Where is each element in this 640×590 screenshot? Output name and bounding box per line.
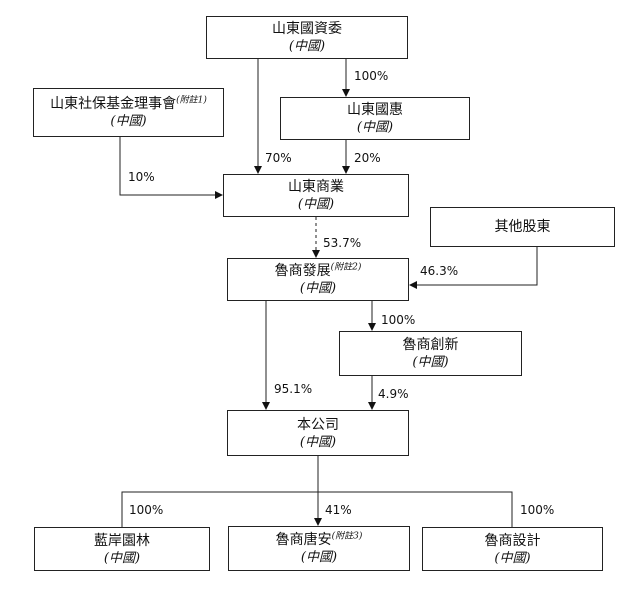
arrow-sdsb-to-sdsy [119, 137, 223, 199]
pct-bgs-lagl: 100% [129, 503, 164, 517]
line-bgs-to-lagl [121, 491, 318, 527]
pct-lsfz-bgs: 95.1% [274, 382, 313, 396]
entity-name: 山東國惠 [347, 102, 403, 118]
entity-name-row: 魯商唐安(附註3) [276, 531, 363, 549]
pct-sdsb-sdsy: 10% [128, 170, 155, 184]
entity-name-row: 山東社保基金理事會(附註1) [50, 95, 207, 113]
entity-name: 山東社保基金理事會 [50, 96, 177, 112]
entity-lsta: 魯商唐安(附註3) (中國) [228, 526, 410, 571]
entity-footnote: (附註1) [176, 95, 207, 106]
entity-name: 魯商創新 [402, 337, 459, 353]
entity-footnote: (附註3) [331, 531, 363, 542]
entity-sdsb: 山東社保基金理事會(附註1) (中國) [33, 88, 224, 137]
pct-lsfz-lscx: 100% [381, 313, 416, 327]
pct-sdsy-lsfz: 53.7% [323, 236, 362, 250]
line-bgs-to-lssj [318, 491, 513, 527]
entity-lagl: 藍岸園林 (中國) [34, 527, 210, 571]
entity-lssj: 魯商設計 (中國) [422, 527, 603, 571]
pct-sdgh-sdsy: 20% [354, 151, 381, 165]
entity-location: (中國) [103, 550, 141, 566]
entity-name-row: 魯商發展(附註2) [275, 262, 362, 280]
pct-sdgzw-sdgh: 100% [354, 69, 389, 83]
pct-bgs-lsta: 41% [325, 503, 352, 517]
entity-location: (中國) [299, 281, 337, 296]
entity-sdgzw: 山東國資委 (中國) [206, 16, 408, 59]
entity-name: 魯商發展 [274, 263, 331, 279]
entity-location: (中國) [356, 120, 394, 135]
entity-lsfz: 魯商發展(附註2) (中國) [227, 258, 409, 301]
entity-location: (中國) [288, 39, 326, 54]
pct-sdgzw-sdsy: 70% [265, 151, 292, 165]
entity-location: (中國) [300, 550, 338, 565]
entity-location: (中國) [412, 355, 449, 370]
entity-location: (中國) [297, 197, 335, 212]
pct-lscx-bgs: 4.9% [378, 387, 409, 401]
entity-sdsy: 山東商業 (中國) [223, 174, 409, 217]
entity-name: 魯商設計 [484, 532, 541, 549]
entity-lscx: 魯商創新 (中國) [339, 331, 522, 376]
entity-footnote: (附註2) [330, 262, 362, 273]
entity-name: 藍岸園林 [94, 532, 150, 549]
entity-bgs: 本公司 (中國) [227, 410, 409, 456]
arrow-qtgd-to-lsfz [409, 247, 538, 289]
entity-qtgd: 其他股東 [430, 207, 615, 247]
entity-name: 山東國資委 [272, 21, 342, 37]
entity-location: (中國) [110, 114, 147, 129]
entity-location: (中國) [494, 550, 531, 566]
entity-name: 本公司 [297, 416, 339, 433]
entity-location: (中國) [299, 434, 337, 450]
pct-bgs-lssj: 100% [520, 503, 555, 517]
entity-name: 魯商唐安 [275, 532, 332, 548]
entity-name: 其他股東 [494, 219, 551, 235]
entity-name: 山東商業 [288, 179, 344, 195]
pct-qtgd-lsfz: 46.3% [420, 264, 459, 278]
entity-sdgh: 山東國惠 (中國) [280, 97, 470, 140]
